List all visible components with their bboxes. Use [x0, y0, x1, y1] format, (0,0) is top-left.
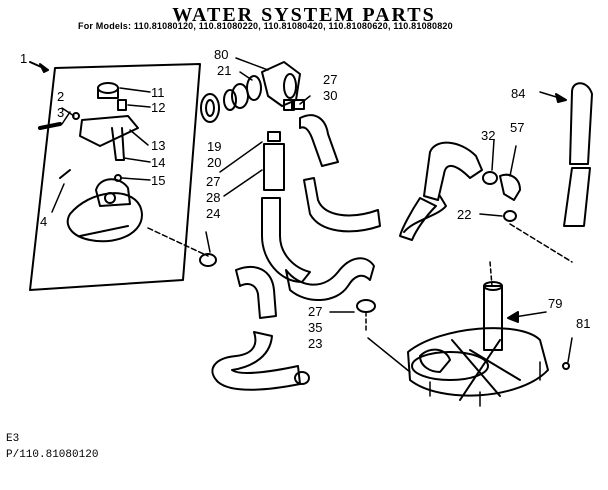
- callout-label: 22: [457, 207, 471, 222]
- footer-code: E3: [6, 433, 20, 445]
- diagram-title: WATER SYSTEM PARTS: [172, 4, 436, 26]
- callout-label: 14: [151, 155, 165, 170]
- callout-label: 24: [206, 206, 220, 221]
- clamp-27: [356, 299, 376, 333]
- box-leaders: [51, 87, 151, 213]
- callout-label: 30: [323, 88, 337, 103]
- callout-label: 32: [481, 128, 495, 143]
- callout-label: 15: [151, 173, 165, 188]
- callout-label: 21: [217, 63, 231, 78]
- hose-top: [291, 95, 381, 233]
- callout-label: 3: [57, 105, 64, 120]
- pump-parts: [38, 82, 143, 243]
- callout-label: 23: [308, 336, 322, 351]
- callout-label: 35: [308, 320, 322, 335]
- callout-label: 81: [576, 316, 590, 331]
- hose-center: [219, 131, 375, 302]
- footer-reference: P/110.81080120: [6, 449, 99, 461]
- callout-label: 27: [323, 72, 337, 87]
- callout-labels: 1 2 3 4 11 12 13 14 15 19 20 21 27 30 80…: [20, 47, 590, 351]
- callout-label: 84: [511, 86, 525, 101]
- callout-label: 12: [151, 100, 165, 115]
- hose-left: [147, 227, 355, 391]
- callout-label: 19: [207, 139, 221, 154]
- callout-label: 57: [510, 120, 524, 135]
- tub-base-79: [367, 261, 573, 407]
- pump-assembly-box: [29, 61, 201, 291]
- hose-right: [399, 82, 593, 263]
- callout-label: 13: [151, 138, 165, 153]
- models-line: For Models: 110.81080120, 110.81080220, …: [78, 21, 453, 31]
- callout-label: 4: [40, 214, 47, 229]
- callout-label: 20: [207, 155, 221, 170]
- callout-label: 27: [308, 304, 322, 319]
- callout-label: 80: [214, 47, 228, 62]
- callout-label: 11: [151, 85, 165, 100]
- callout-label: 28: [206, 190, 220, 205]
- callout-label: 2: [57, 89, 64, 104]
- drain-outlet-parts: [200, 57, 301, 123]
- callout-label: 27: [206, 174, 220, 189]
- callout-label: 1: [20, 51, 27, 66]
- callout-label: 79: [548, 296, 562, 311]
